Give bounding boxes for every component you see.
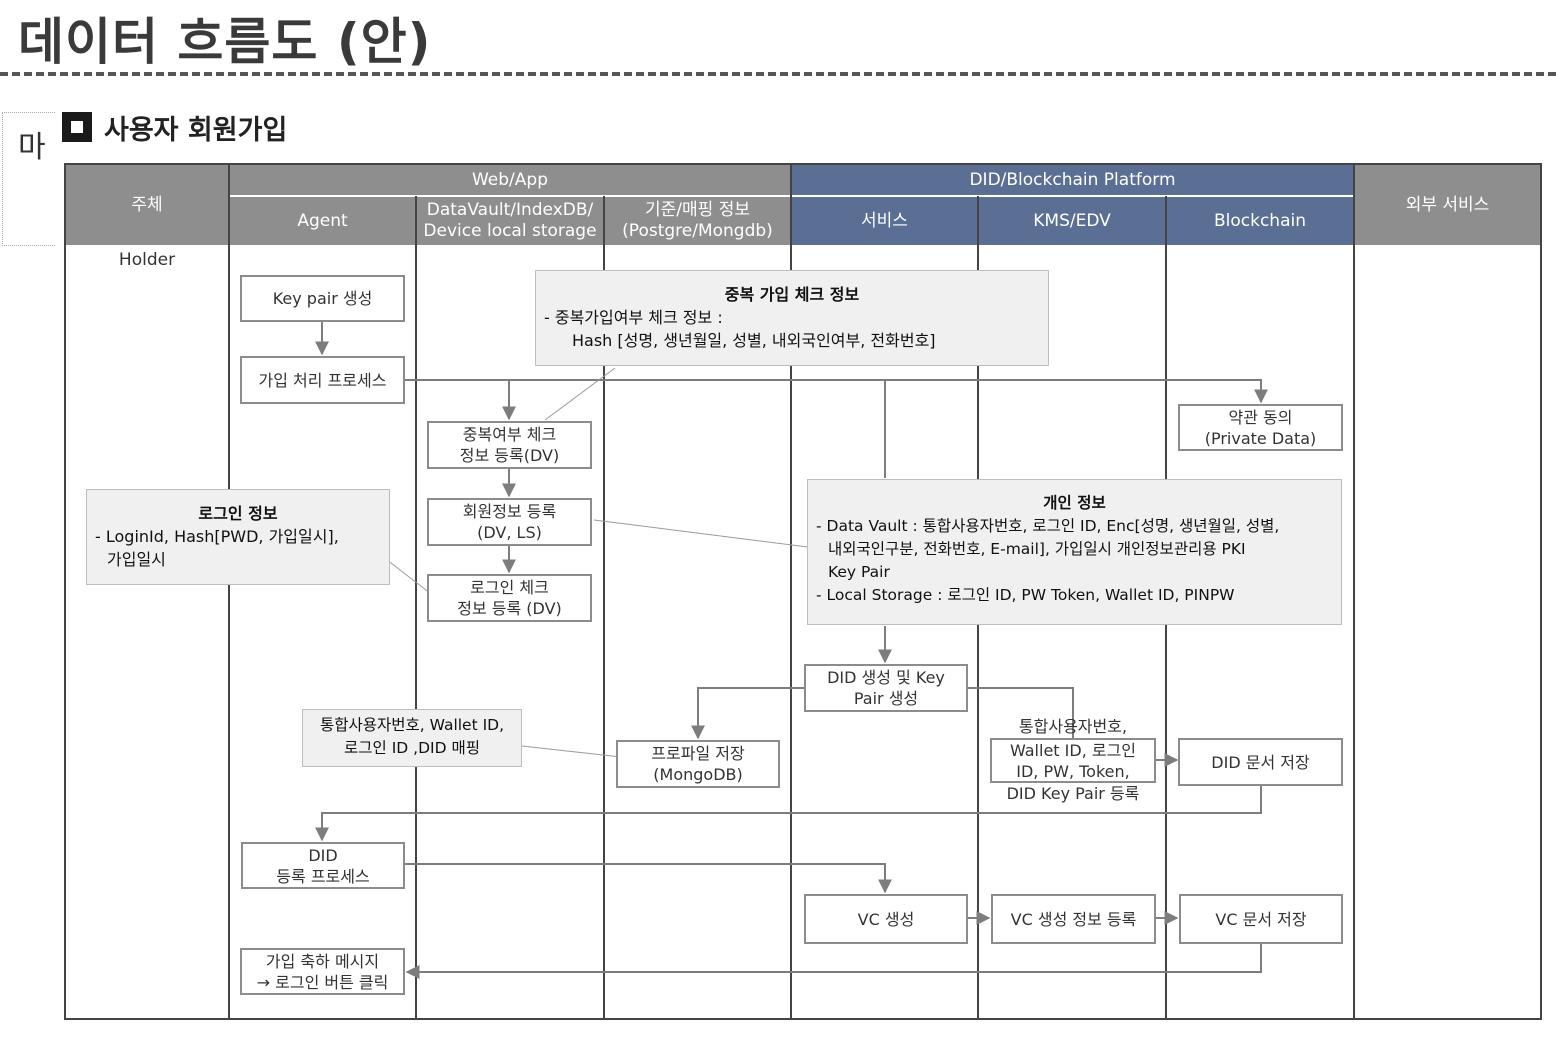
login-note-title: 로그인 정보: [198, 504, 278, 523]
terms-box: 약관 동의 (Private Data): [1178, 404, 1343, 451]
profile-line2: (MongoDB): [653, 765, 743, 784]
login-info-note: 로그인 정보 - LoginId, Hash[PWD, 가입일시], 가입일시: [86, 489, 390, 585]
header-blockchain: Blockchain: [1167, 197, 1353, 245]
side-bracket: [2, 112, 55, 246]
vc-gen-box: VC 생성: [804, 894, 968, 944]
header-mapping: 기준/매핑 정보 (Postgre/Mongdb): [605, 197, 790, 245]
header-datavault-line1: DataVault/IndexDB/: [426, 200, 594, 220]
did-keypair-box: DID 생성 및 Key Pair 생성: [804, 664, 968, 712]
dup-note-line1: - 중복가입여부 체크 정보 :: [544, 308, 723, 327]
personal-note-line3: Key Pair: [828, 563, 890, 581]
terms-line2: (Private Data): [1204, 428, 1317, 448]
header-group-did: DID/Blockchain Platform: [792, 165, 1353, 195]
mapping-note-line2: 로그인 ID ,DID 매핑: [344, 739, 480, 757]
dup-check-line1: 중복여부 체크: [462, 425, 557, 444]
login-note-line2: 가입일시: [107, 550, 166, 569]
kms-label-above: 통합사용자번호,: [1018, 717, 1128, 736]
header-mapping-line2: (Postgre/Mongdb): [622, 221, 773, 241]
section-bullet-icon: [62, 112, 92, 142]
header-datavault-line2: Device local storage: [423, 221, 597, 241]
dup-check-line2: 정보 등록(DV): [459, 446, 560, 465]
personal-note-line4: - Local Storage : 로그인 ID, PW Token, Wall…: [816, 586, 1235, 604]
header-external: 외부 서비스: [1355, 165, 1540, 245]
member-reg-line2: (DV, LS): [477, 523, 542, 542]
section-title: 사용자 회원가입: [104, 115, 288, 146]
login-note-line1: - LoginId, Hash[PWD, 가입일시],: [95, 527, 339, 546]
dup-note-title: 중복 가입 체크 정보: [724, 285, 860, 304]
profile-line1: 프로파일 저장: [651, 744, 745, 763]
header-kms: KMS/EDV: [979, 197, 1165, 245]
kms-reg-box: Wallet ID, 로그인 ID, PW, Token,: [990, 738, 1156, 783]
did-reg-line1: DID: [308, 845, 338, 865]
join-process-box: 가입 처리 프로세스: [240, 356, 405, 404]
member-reg-line1: 회원정보 등록: [462, 502, 557, 521]
terms-line1: 약관 동의: [1228, 407, 1293, 427]
keypair-box: Key pair 생성: [240, 275, 405, 322]
dup-info-note: 중복 가입 체크 정보 - 중복가입여부 체크 정보 : Hash [성명, 생…: [535, 270, 1049, 366]
section-prefix: 마: [18, 130, 46, 165]
did-keypair-line2: Pair 생성: [853, 689, 919, 708]
title-divider: [0, 72, 1556, 76]
did-reg-line2: 등록 프로세스: [276, 866, 370, 886]
header-service: 서비스: [792, 197, 977, 245]
login-check-line1: 로그인 체크: [470, 578, 549, 597]
header-group-web: Web/App: [230, 165, 790, 195]
member-reg-box: 회원정보 등록 (DV, LS): [427, 498, 592, 546]
personal-note-line2: 내외국인구분, 전화번호, E-mail], 가입일시 개인정보관리용 PKI: [828, 540, 1246, 558]
welcome-line1: 가입 축하 메시지: [265, 951, 380, 971]
vc-info-box: VC 생성 정보 등록: [991, 894, 1156, 944]
personal-note-line1: - Data Vault : 통합사용자번호, 로그인 ID, Enc[성명, …: [816, 517, 1280, 535]
dup-check-box: 중복여부 체크 정보 등록(DV): [427, 421, 592, 469]
row-holder-label: Holder: [118, 250, 176, 270]
dup-note-line2: Hash [성명, 생년월일, 성별, 내외국인여부, 전화번호]: [572, 331, 936, 350]
kms-reg-line1: Wallet ID, 로그인: [1009, 740, 1137, 760]
welcome-line2: → 로그인 버튼 클릭: [256, 972, 389, 992]
login-check-line2: 정보 등록 (DV): [457, 599, 562, 618]
header-mapping-line1: 기준/매핑 정보: [645, 200, 750, 220]
mapping-note: 통합사용자번호, Wallet ID, 로그인 ID ,DID 매핑: [302, 709, 522, 767]
vc-doc-box: VC 문서 저장: [1179, 894, 1343, 944]
profile-box: 프로파일 저장 (MongoDB): [616, 740, 780, 788]
personal-info-note: 개인 정보 - Data Vault : 통합사용자번호, 로그인 ID, En…: [807, 479, 1342, 625]
kms-reg-line2: ID, PW, Token,: [1016, 761, 1130, 781]
did-doc-box: DID 문서 저장: [1178, 738, 1343, 786]
kms-label-below: DID Key Pair 등록: [1006, 784, 1140, 803]
header-subject: 주체: [66, 165, 228, 245]
did-keypair-line1: DID 생성 및 Key: [827, 668, 945, 687]
mapping-note-line1: 통합사용자번호, Wallet ID,: [319, 716, 505, 734]
header-datavault: DataVault/IndexDB/ Device local storage: [417, 197, 603, 245]
welcome-box: 가입 축하 메시지 → 로그인 버튼 클릭: [240, 948, 405, 995]
did-reg-box: DID 등록 프로세스: [241, 842, 405, 889]
page-title: 데이터 흐름도 (안): [18, 13, 432, 71]
header-agent: Agent: [230, 197, 415, 245]
personal-note-title: 개인 정보: [1043, 494, 1106, 512]
login-check-box: 로그인 체크 정보 등록 (DV): [427, 574, 592, 622]
